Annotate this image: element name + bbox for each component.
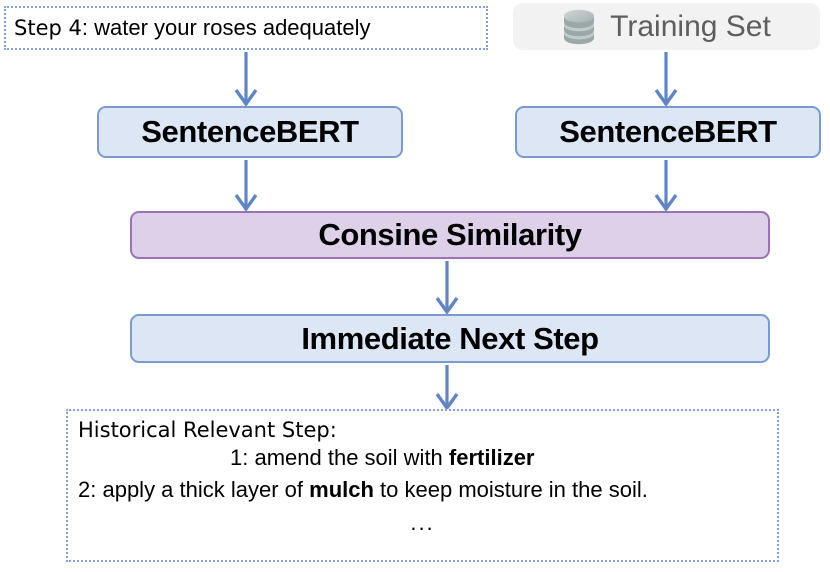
historical-list-item: 1: amend the soil with fertilizer [78,442,767,474]
historical-title: Historical Relevant Step: [78,418,337,442]
historical-item-before: apply a thick layer of [102,477,310,503]
sentencebert-right-box: SentenceBERT [515,106,821,158]
immediate-next-step-box: Immediate Next Step [130,314,770,363]
step-input-text: Step 4: water your roses adequately [14,17,370,39]
historical-item-after: to keep moisture in the soil. [373,477,648,503]
historical-item-number: 1: [230,445,255,471]
arrow-trainingset-to-sbert-right-head [654,89,678,107]
sentencebert-right-label: SentenceBERT [559,114,777,149]
cosine-similarity-box: Consine Similarity [130,211,770,259]
step-number: 4 [61,16,82,40]
immediate-next-step-label: Immediate Next Step [301,320,599,356]
historical-list-item: 2: apply a thick layer of mulch to keep … [78,474,767,506]
arrow-cosine-to-immediate-head [435,297,459,315]
training-set-box: Training Set [513,3,820,50]
cosine-similarity-label: Consine Similarity [318,217,582,252]
training-set-label: Training Set [610,9,771,43]
historical-item-before: amend the soil with [254,445,449,471]
historical-relevant-step-box: Historical Relevant Step: 1: amend the s… [66,409,779,562]
step-rest-text: : water your roses adequately [81,15,371,40]
historical-ellipsis: ... [410,509,435,535]
historical-item-keyword: fertilizer [448,445,535,471]
arrow-sbert-right-to-cosine-head [654,194,678,212]
database-icon [564,9,595,44]
sentencebert-left-label: SentenceBERT [141,114,359,149]
arrow-immediate-to-historical-head [435,393,459,411]
step-keyword: Step [14,16,62,40]
sentencebert-left-box: SentenceBERT [97,106,403,158]
arrow-step-to-sbert-left-head [234,89,258,107]
historical-item-number: 2: [78,477,103,503]
step-input-box: Step 4: water your roses adequately [4,6,488,50]
historical-item-keyword: mulch [309,477,374,503]
arrow-sbert-left-to-cosine-head [234,194,258,212]
